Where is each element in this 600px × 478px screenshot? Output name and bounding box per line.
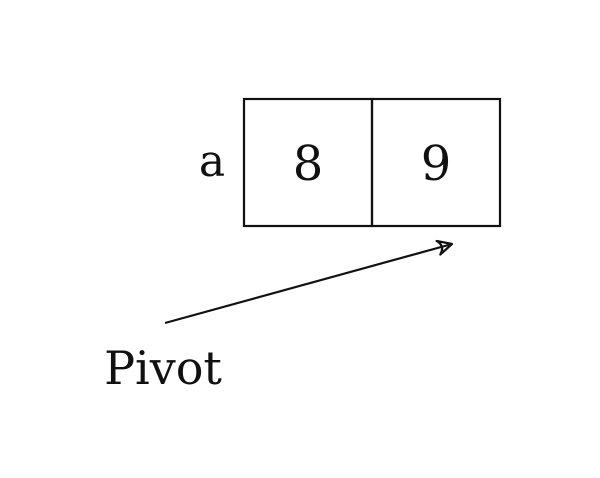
pivot-label: Pivot (104, 341, 222, 395)
array-cell-0-value: 8 (293, 136, 324, 192)
pivot-arrow (164, 239, 454, 325)
array-name-label: a (199, 136, 225, 187)
array-cell-1-value: 9 (421, 136, 452, 192)
array-cell-1 (370, 97, 502, 228)
